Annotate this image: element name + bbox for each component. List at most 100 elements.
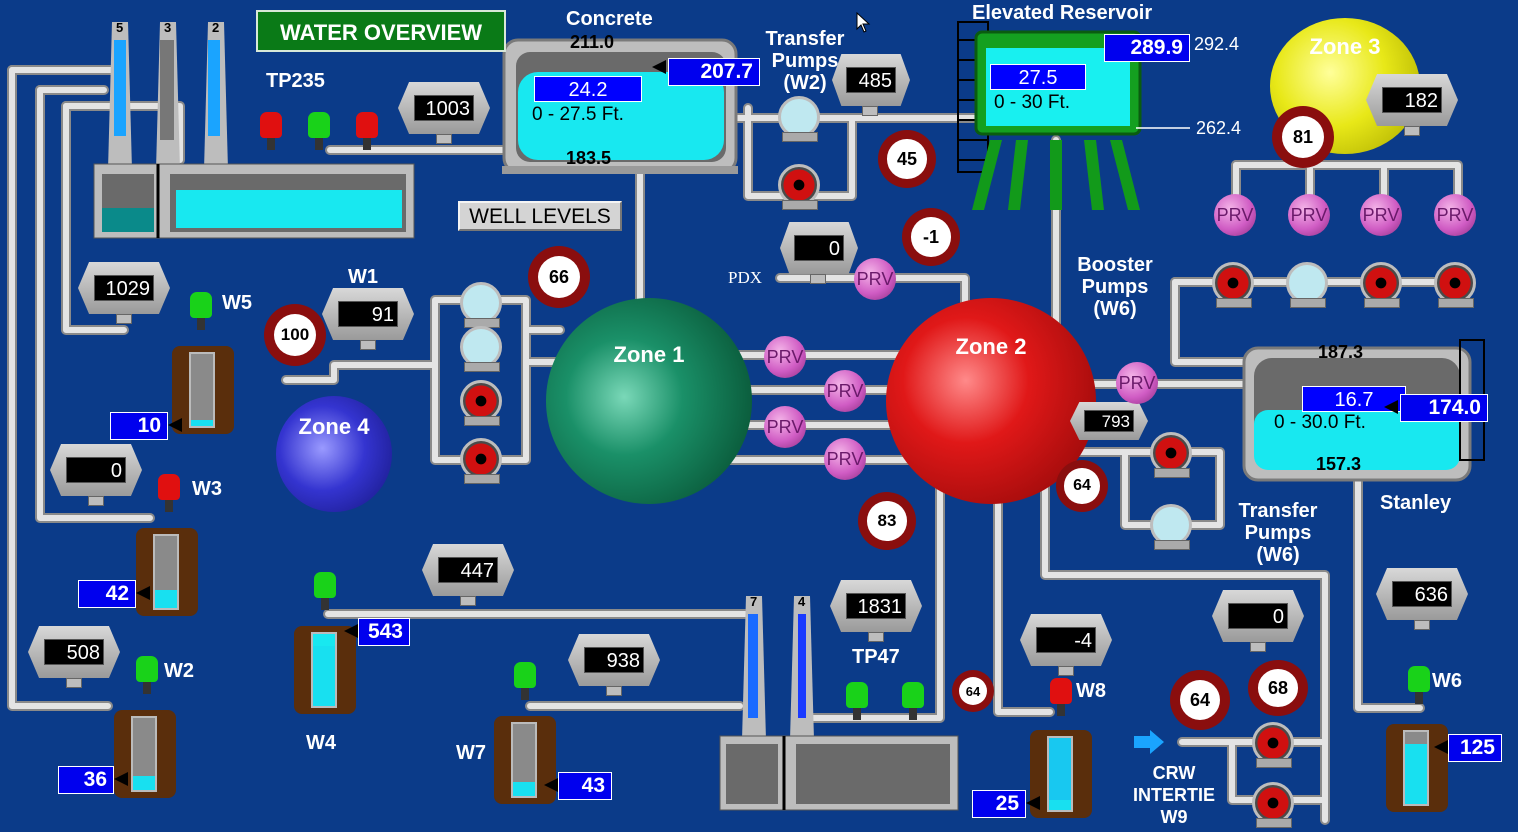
valve-tp47-2[interactable] [902, 682, 924, 720]
well-w4[interactable] [294, 626, 356, 714]
prv-zone1-1[interactable]: PRV [764, 336, 806, 378]
pump-w2-transfer-2[interactable] [776, 164, 824, 210]
valve-w4[interactable] [314, 572, 336, 610]
pressure-gauge-zone2-right[interactable]: 64 [1056, 460, 1108, 512]
prv-zone2-stanley[interactable]: PRV [1116, 362, 1158, 404]
well-w8[interactable] [1030, 730, 1092, 818]
pressure-gauge-transfer-w2[interactable]: 45 [878, 130, 936, 188]
flow-meter-value: 447 [438, 557, 498, 583]
zone1-sphere[interactable]: Zone 1 [546, 298, 752, 504]
booster-pump-3[interactable] [1358, 262, 1406, 308]
prv-zone3-4[interactable]: PRV [1434, 194, 1476, 236]
crw-pump-1[interactable] [1250, 722, 1298, 768]
elevated-reservoir-tank[interactable]: 27.5 0 - 30 Ft. [976, 32, 1140, 136]
well-w5[interactable] [172, 346, 234, 434]
well-level-w4: 543 [358, 618, 410, 646]
prv-zone3-3[interactable]: PRV [1360, 194, 1402, 236]
pressure-gauge-pdx[interactable]: -1 [902, 208, 960, 266]
pressure-gauge-zone4[interactable]: 100 [264, 304, 326, 366]
prv-zone3-2[interactable]: PRV [1288, 194, 1330, 236]
flow-meter-tp47[interactable]: 1831 [830, 580, 922, 642]
flow-meter-value: 0 [794, 235, 844, 261]
tp47-label: TP47 [852, 646, 900, 668]
well-level-arrow [544, 778, 558, 792]
booster-pump-2[interactable] [1284, 262, 1332, 308]
flow-meter-value: 182 [1382, 87, 1442, 113]
valve-tp235-2[interactable] [308, 112, 330, 150]
valve-w2[interactable] [136, 656, 158, 694]
prv-zone1-2[interactable]: PRV [824, 370, 866, 412]
pressure-gauge-crw[interactable]: 64 [1170, 670, 1230, 730]
w5-label: W5 [222, 292, 252, 314]
well-w3[interactable] [136, 528, 198, 616]
valve-w3[interactable] [158, 474, 180, 512]
flow-meter-zone3[interactable]: 182 [1366, 74, 1458, 136]
well-level-w2: 36 [58, 766, 114, 794]
flow-meter-w8[interactable]: -4 [1020, 614, 1112, 676]
valve-tp235-3[interactable] [356, 112, 378, 150]
booster-pump-4[interactable] [1432, 262, 1480, 308]
flow-meter-w3[interactable]: 0 [50, 444, 142, 506]
pressure-gauge-zone3[interactable]: 81 [1272, 106, 1334, 168]
flow-meter-w6[interactable]: 636 [1376, 568, 1468, 630]
prv-pdx[interactable]: PRV [854, 258, 896, 300]
flow-meter-w5[interactable]: 1029 [78, 262, 170, 324]
flow-meter-w2[interactable]: 508 [28, 626, 120, 688]
water-overview-button[interactable]: WATER OVERVIEW [256, 10, 506, 52]
flow-meter-value: 508 [44, 639, 104, 665]
flow-meter-pdx[interactable]: 0 [780, 222, 858, 284]
flow-meter-zone2-out[interactable]: 793 [1070, 402, 1148, 444]
pump-zone1-4[interactable] [458, 438, 506, 484]
flow-meter-value: 1029 [94, 275, 154, 301]
elevated-elevation: 289.9 [1104, 34, 1190, 62]
pressure-gauge-w8[interactable]: 64 [952, 670, 994, 712]
booster-pump-1[interactable] [1210, 262, 1258, 308]
concrete-elevation: 207.7 [668, 58, 760, 86]
prv-zone3-1[interactable]: PRV [1214, 194, 1256, 236]
valve-tp47-1[interactable] [846, 682, 868, 720]
valve-tp235-1[interactable] [260, 112, 282, 150]
well-levels-button[interactable]: WELL LEVELS [458, 201, 622, 231]
zone4-sphere[interactable]: Zone 4 [276, 396, 392, 512]
flow-meter-value: 1831 [846, 593, 906, 619]
flow-meter-tp235[interactable]: 1003 [398, 82, 490, 144]
crw-pump-2[interactable] [1250, 782, 1298, 828]
pressure-gauge-zone2-left[interactable]: 83 [858, 492, 916, 550]
pump-zone1-3[interactable] [458, 380, 506, 426]
pump-zone1-2[interactable] [458, 326, 506, 372]
stanley-tank[interactable]: 187.3 16.7 0 - 30.0 Ft. 157.3 [1244, 340, 1470, 482]
flow-meter-w7[interactable]: 938 [568, 634, 660, 696]
filter-number: 3 [164, 20, 172, 35]
mouse-cursor-icon [856, 12, 871, 33]
pump-w2-transfer-1[interactable] [776, 96, 824, 142]
pressure-gauge-zone1[interactable]: 66 [528, 246, 590, 308]
flow-meter-w2-transfer[interactable]: 485 [832, 54, 910, 116]
well-w7[interactable] [494, 716, 556, 804]
flow-meter-value: 485 [846, 67, 896, 93]
valve-w7[interactable] [514, 662, 536, 700]
w2-label: W2 [164, 660, 194, 682]
valve-w6[interactable] [1408, 666, 1430, 704]
pump-zone1-1[interactable] [458, 282, 506, 328]
w1-label: W1 [348, 266, 378, 288]
valve-w5[interactable] [190, 292, 212, 330]
well-level-w5: 10 [110, 412, 168, 440]
flow-meter-w1[interactable]: 91 [322, 288, 414, 350]
valve-w8[interactable] [1050, 678, 1072, 716]
stanley-tank-top: 187.3 [1318, 342, 1364, 362]
tp47-plant [719, 596, 959, 811]
well-w6[interactable] [1386, 724, 1448, 812]
transfer-pump-w6-2[interactable] [1148, 504, 1196, 550]
elevated-tank-range: 0 - 30 Ft. [994, 92, 1071, 113]
flow-meter-crw[interactable]: 0 [1212, 590, 1304, 652]
transfer-pump-w6-1[interactable] [1148, 432, 1196, 478]
stanley-label: Stanley [1380, 492, 1452, 514]
elevated-tank-level: 27.5 [990, 64, 1086, 90]
pressure-gauge-crw-pumps[interactable]: 68 [1248, 660, 1308, 716]
flow-meter-w4[interactable]: 447 [422, 544, 514, 606]
prv-zone1-3[interactable]: PRV [764, 406, 806, 448]
concrete-tank[interactable]: 211.0 24.2 0 - 27.5 Ft. 183.5 [504, 30, 736, 180]
prv-zone1-4[interactable]: PRV [824, 438, 866, 480]
